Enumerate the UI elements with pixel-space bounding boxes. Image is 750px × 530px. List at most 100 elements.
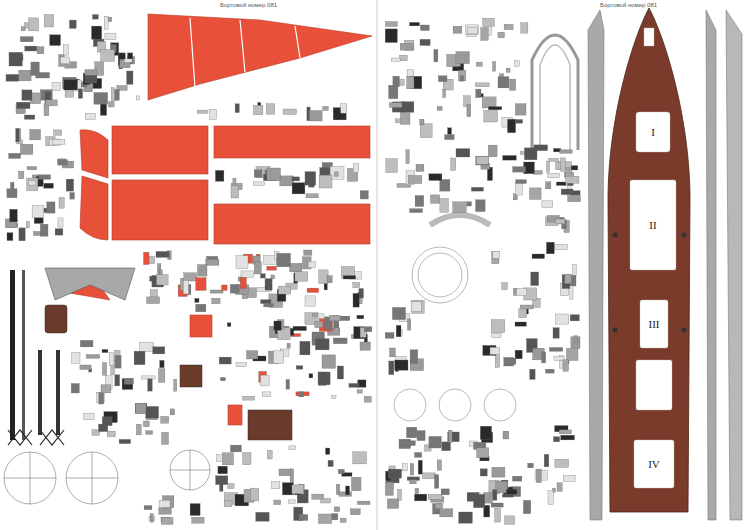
part-piece — [304, 250, 312, 255]
part-piece — [566, 176, 580, 183]
part-piece — [546, 161, 549, 172]
part-piece — [319, 175, 332, 188]
part-piece — [122, 379, 133, 390]
part-piece — [515, 322, 526, 326]
part-piece — [150, 514, 153, 523]
part-piece — [519, 309, 527, 318]
part-piece — [468, 28, 478, 34]
part-piece — [274, 500, 281, 505]
part-piece — [183, 280, 188, 294]
part-piece — [71, 384, 79, 394]
part-piece — [407, 319, 410, 330]
part-piece — [236, 256, 248, 269]
part-piece — [341, 104, 347, 114]
part-piece — [156, 251, 169, 257]
part-piece — [231, 186, 239, 198]
part-piece — [107, 431, 115, 437]
part-piece — [47, 202, 55, 213]
part-piece — [102, 363, 106, 376]
part-piece — [219, 357, 231, 364]
part-piece — [105, 33, 116, 40]
part-piece — [206, 259, 219, 265]
part-piece — [502, 494, 513, 497]
part-piece — [192, 517, 204, 523]
section-number: I — [648, 126, 658, 139]
part-piece — [474, 494, 485, 507]
part-piece — [326, 448, 330, 454]
part-piece — [63, 45, 68, 55]
part-piece — [159, 508, 172, 514]
part-piece — [505, 516, 515, 524]
part-piece — [458, 70, 466, 81]
part-piece — [563, 475, 575, 481]
part-piece — [480, 426, 491, 439]
part-piece — [549, 158, 559, 161]
part-piece — [503, 431, 509, 439]
part-piece — [515, 104, 526, 115]
part-piece — [476, 156, 489, 165]
part-piece — [408, 175, 422, 183]
hull-panel — [148, 14, 372, 100]
part-piece — [508, 119, 516, 133]
part-piece — [554, 437, 560, 442]
part-piece — [420, 124, 432, 138]
part-piece — [492, 467, 505, 477]
part-piece — [546, 369, 555, 373]
part-piece — [222, 453, 233, 465]
part-piece — [250, 488, 258, 501]
part-piece — [395, 360, 408, 370]
part-piece — [195, 298, 199, 302]
part-piece — [571, 191, 581, 195]
part-piece — [339, 492, 352, 497]
part-piece — [410, 209, 423, 213]
part-piece — [393, 76, 400, 87]
part-piece — [456, 149, 470, 157]
part-piece — [197, 110, 208, 113]
part-piece — [506, 489, 517, 494]
part-piece — [492, 252, 499, 264]
part-piece — [80, 340, 93, 347]
part-piece — [327, 276, 332, 283]
part-piece — [6, 74, 19, 81]
part-piece — [58, 218, 63, 227]
part-piece — [92, 26, 102, 39]
part-piece — [453, 26, 462, 33]
part-piece — [415, 488, 419, 493]
hull-panel — [228, 405, 242, 425]
part-piece — [385, 482, 393, 495]
part-piece — [571, 166, 578, 170]
part-piece — [196, 278, 206, 291]
part-piece — [147, 297, 160, 304]
part-piece — [292, 177, 300, 181]
part-piece — [516, 182, 523, 195]
deck-parts — [394, 8, 742, 520]
part-piece — [420, 25, 429, 31]
part-piece — [456, 52, 470, 64]
page-gap — [376, 0, 378, 530]
part-piece — [7, 189, 17, 198]
part-piece — [52, 82, 60, 90]
part-piece — [534, 145, 548, 151]
part-piece — [520, 305, 533, 309]
part-piece — [94, 93, 108, 105]
part-piece — [563, 360, 569, 372]
part-piece — [364, 396, 371, 402]
part-piece — [102, 417, 112, 426]
part-piece — [346, 486, 350, 495]
part-piece — [55, 229, 63, 235]
part-piece — [85, 75, 97, 83]
part-piece — [322, 355, 336, 368]
part-piece — [261, 300, 271, 304]
part-piece — [101, 50, 115, 62]
part-piece — [555, 459, 569, 467]
part-piece — [440, 509, 453, 517]
part-piece — [392, 307, 405, 319]
part-piece — [429, 436, 441, 448]
part-piece — [449, 430, 453, 443]
part-piece — [305, 172, 316, 186]
part-piece — [136, 96, 139, 100]
part-piece — [544, 454, 549, 467]
part-piece — [467, 104, 471, 117]
part-piece — [290, 469, 294, 482]
